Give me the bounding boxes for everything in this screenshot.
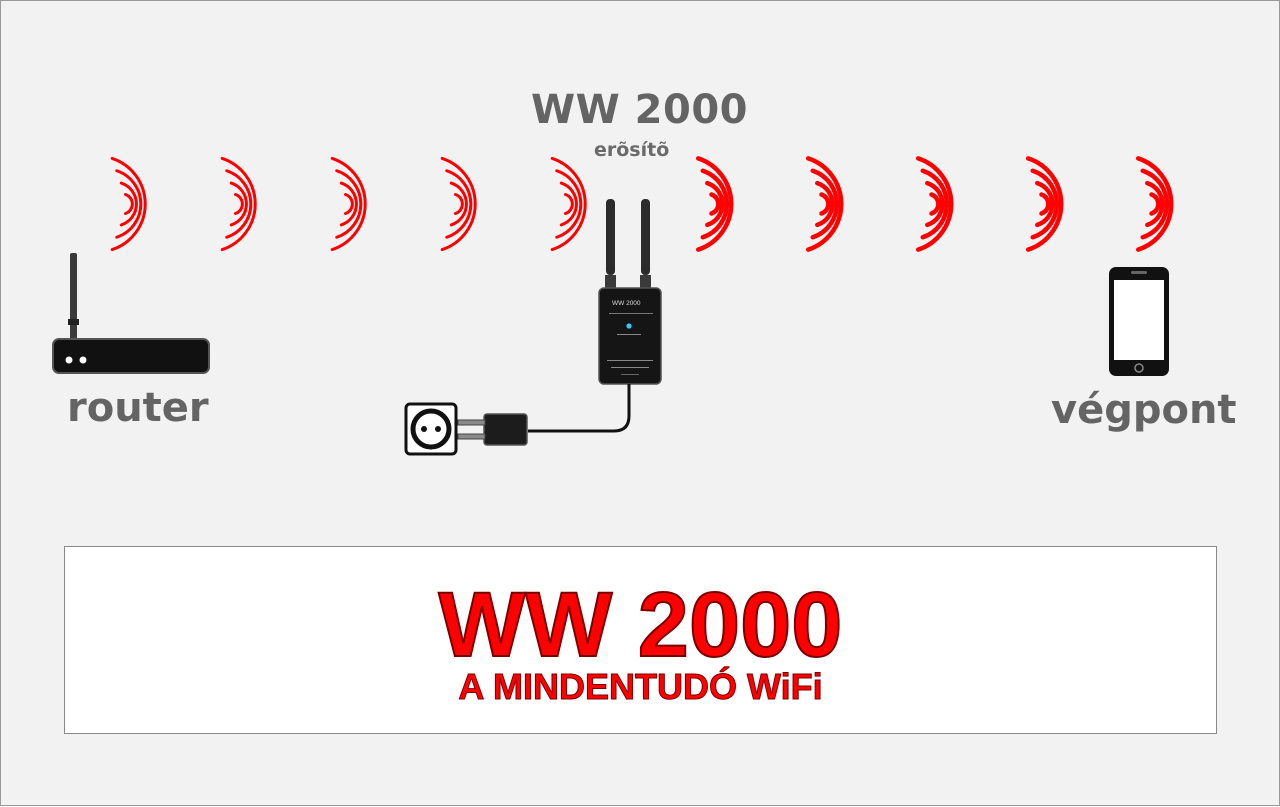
- power-plug-icon: [457, 413, 528, 446]
- wifi-wave-icon: [220, 156, 257, 252]
- banner-subtitle: A MINDENTUDÓ WiFi: [458, 666, 823, 707]
- banner-title: WW 2000: [438, 574, 844, 676]
- repeater-title: WW 2000: [531, 87, 748, 133]
- router-label: router: [67, 385, 209, 431]
- wifi-wave-icon: [440, 156, 477, 252]
- wifi-wave-icon: [330, 156, 367, 252]
- wifi-wave-icon: [1025, 156, 1064, 252]
- wifi-wave-icon: [110, 156, 147, 252]
- repeater-subtitle: erõsítõ: [594, 139, 670, 161]
- power-socket-icon: [404, 402, 458, 456]
- endpoint-label: végpont: [1051, 387, 1237, 433]
- wifi-wave-icon: [805, 156, 844, 252]
- signal-waves: [110, 156, 1174, 252]
- wifi-wave-icon: [550, 156, 587, 252]
- smartphone-icon: [1109, 267, 1169, 376]
- banner: WW 2000 A MINDENTUDÓ WiFi: [64, 546, 1217, 734]
- router-icon: [52, 253, 210, 374]
- wifi-wave-icon: [1135, 156, 1174, 252]
- wifi-wave-icon: [915, 156, 954, 252]
- wifi-wave-icon: [695, 156, 734, 252]
- repeater-case-label: WW 2000: [612, 300, 641, 307]
- repeater-device-icon: WW 2000: [598, 199, 662, 385]
